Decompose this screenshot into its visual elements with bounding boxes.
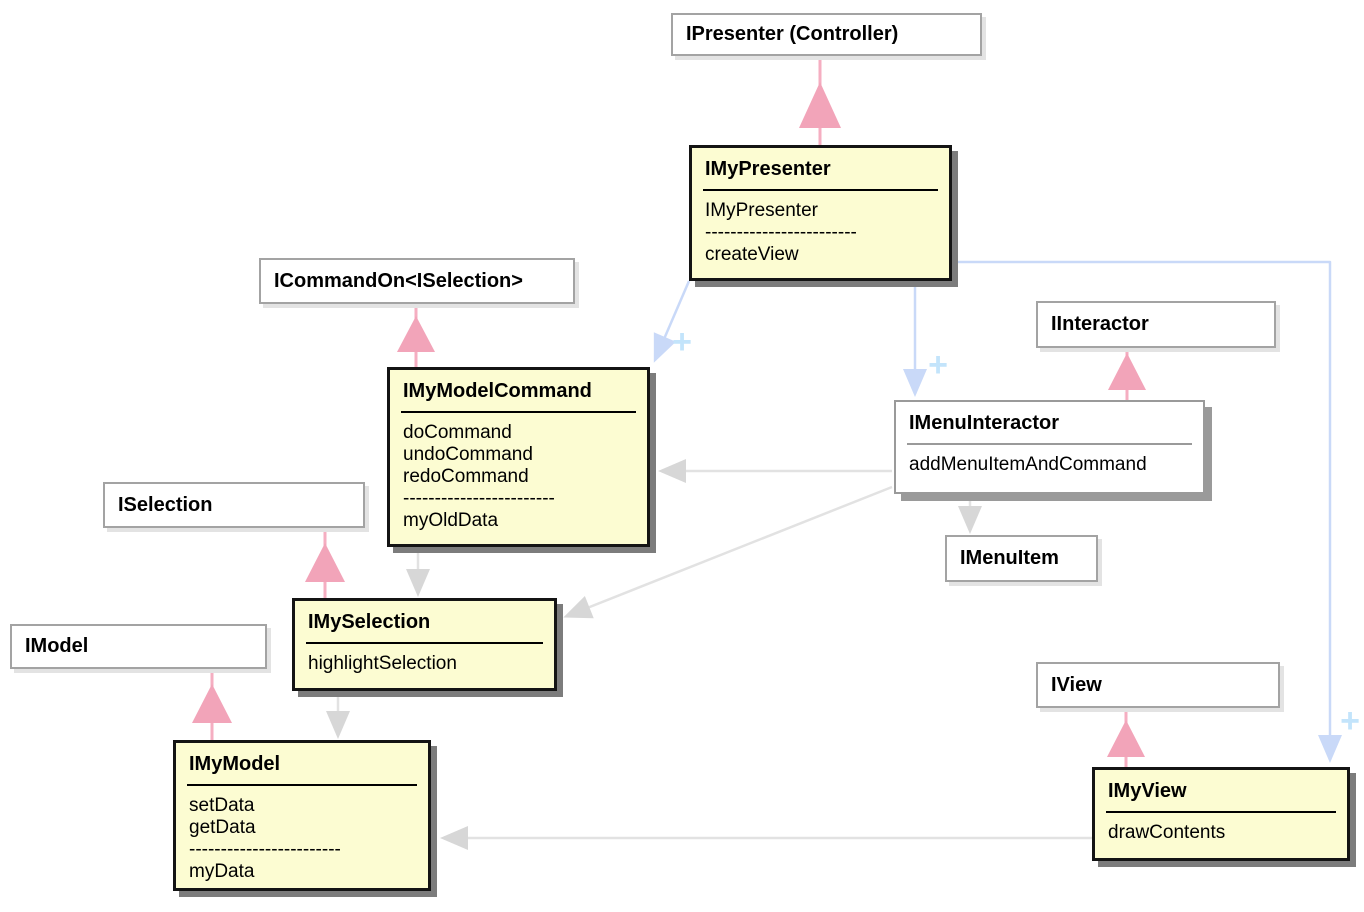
class-title: IMyModelCommand [403,380,592,402]
interface-icommandon: ICommandOn<ISelection> [259,258,575,304]
class-title: IMySelection [308,611,431,633]
member: doCommand [403,422,512,443]
member: setData [189,795,255,816]
class-imymodelcommand: IMyModelCommand doCommand undoCommand re… [387,367,650,547]
interface-imenuitem: IMenuItem [945,535,1098,582]
member: myOldData [403,510,499,531]
interface-imodel: IModel [10,624,267,669]
dependency-imenuinteractor-imyselection [563,485,893,619]
arrowhead-ipresenter [799,82,841,128]
interface-ipresenter: IPresenter (Controller) [671,13,982,56]
member-separator: ------------------------ [189,839,341,860]
title-separator [1106,811,1336,813]
member: createView [705,244,799,265]
member: IMyPresenter [705,200,818,221]
class-imymodel: IMyModel setData getData ---------------… [173,740,431,891]
create-imypresenter-imyview [952,260,1342,763]
class-imyselection: IMySelection highlightSelection [292,598,557,691]
title-separator [306,642,543,644]
create-imypresenter-imymodelcommand [653,280,691,363]
arrowhead-imodel [192,684,232,723]
interface-iselection: ISelection [103,482,365,528]
interface-iview: IView [1036,662,1280,708]
class-imenuinteractor: IMenuInteractor addMenuItemAndCommand [894,400,1205,494]
class-title: IMyView [1108,780,1187,802]
plus-label-imenuinteractor: + [928,346,948,384]
title-separator [401,411,636,413]
member-separator: ------------------------ [705,222,857,243]
member: highlightSelection [308,653,457,674]
member-separator: ------------------------ [403,488,555,509]
member: undoCommand [403,444,533,465]
member: redoCommand [403,466,529,487]
class-title: IMyModel [189,753,281,775]
member: getData [189,817,256,838]
member: addMenuItemAndCommand [909,454,1147,475]
realization-arrowheads [192,82,1146,757]
member: myData [189,861,255,882]
class-title: IMenuInteractor [909,412,1060,434]
title-separator [907,443,1192,445]
title-separator [703,189,938,191]
plus-label-imyview: + [1340,702,1360,740]
create-plus-labels: + + + [672,323,1360,740]
arrowhead-iview [1107,720,1145,757]
arrowhead-iinteractor [1108,353,1146,390]
interface-iinteractor: IInteractor [1036,301,1276,348]
class-title: IMyPresenter [705,158,831,180]
title-separator [187,784,417,786]
class-imypresenter: IMyPresenter IMyPresenter --------------… [689,145,952,281]
plus-label-imymodelcommand: + [672,323,692,361]
arrowhead-icommandon [397,316,435,352]
member: drawContents [1108,822,1226,843]
class-imyview: IMyView drawContents [1092,767,1350,861]
arrowhead-iselection [305,543,345,582]
